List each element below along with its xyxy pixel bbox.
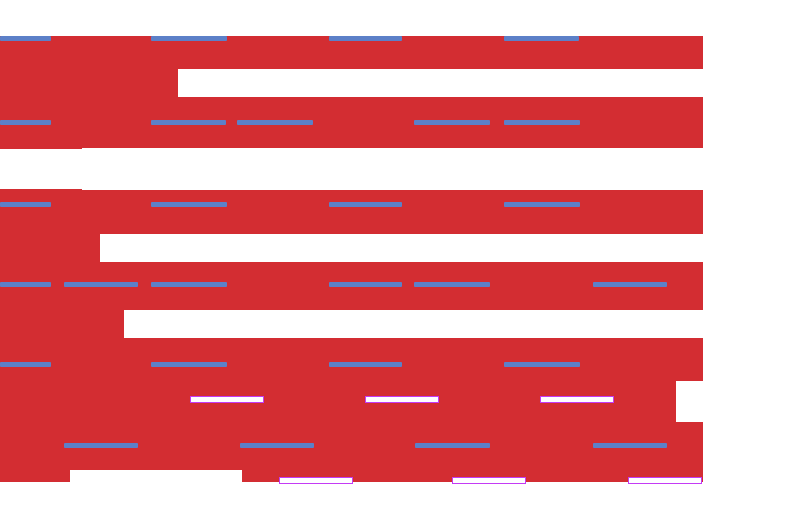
field-box-2[interactable] bbox=[365, 396, 439, 403]
line-marker-r5-c3 bbox=[329, 362, 402, 367]
line-marker-r5-c4 bbox=[504, 362, 580, 367]
line-marker-r5-c2 bbox=[151, 362, 227, 367]
line-marker-r5-c1 bbox=[0, 362, 51, 367]
line-marker-r4-c5 bbox=[414, 282, 490, 287]
line-marker-r2-c4 bbox=[414, 120, 490, 125]
line-marker-r2-c1 bbox=[0, 120, 51, 125]
gap-3 bbox=[100, 234, 703, 262]
field-box-5[interactable] bbox=[452, 477, 526, 484]
line-marker-r1-c1 bbox=[0, 36, 51, 41]
redaction-band-3 bbox=[0, 189, 703, 235]
line-marker-r3-c1 bbox=[0, 202, 51, 207]
line-marker-r6-c4 bbox=[593, 443, 667, 448]
gap-6 bbox=[70, 470, 242, 509]
line-marker-r6-c1 bbox=[64, 443, 138, 448]
line-marker-r3-c3 bbox=[329, 202, 402, 207]
line-marker-r3-c2 bbox=[151, 202, 227, 207]
line-marker-r6-c3 bbox=[415, 443, 490, 448]
line-marker-r1-c4 bbox=[504, 36, 579, 41]
field-box-6[interactable] bbox=[628, 477, 702, 484]
line-marker-r2-c3 bbox=[237, 120, 313, 125]
redaction-band-2 bbox=[0, 96, 703, 149]
line-marker-r4-c6 bbox=[593, 282, 667, 287]
line-marker-r1-c3 bbox=[329, 36, 402, 41]
gap-5 bbox=[676, 381, 703, 422]
gap-4 bbox=[124, 310, 703, 338]
line-marker-r4-c1 bbox=[0, 282, 51, 287]
line-marker-r4-c3 bbox=[151, 282, 227, 287]
gap-1 bbox=[178, 69, 703, 97]
field-box-1[interactable] bbox=[190, 396, 264, 403]
line-marker-r2-c2 bbox=[151, 120, 226, 125]
line-marker-r4-c4 bbox=[329, 282, 402, 287]
line-marker-r4-c2 bbox=[64, 282, 138, 287]
line-marker-r3-c4 bbox=[504, 202, 580, 207]
field-box-3[interactable] bbox=[540, 396, 614, 403]
gap-2 bbox=[82, 148, 703, 190]
line-marker-r1-c2 bbox=[151, 36, 227, 41]
page-title: Redacted document page bbox=[0, 0, 1, 1]
field-box-4[interactable] bbox=[279, 477, 353, 484]
line-marker-r2-c5 bbox=[504, 120, 580, 125]
line-marker-r6-c2 bbox=[240, 443, 314, 448]
